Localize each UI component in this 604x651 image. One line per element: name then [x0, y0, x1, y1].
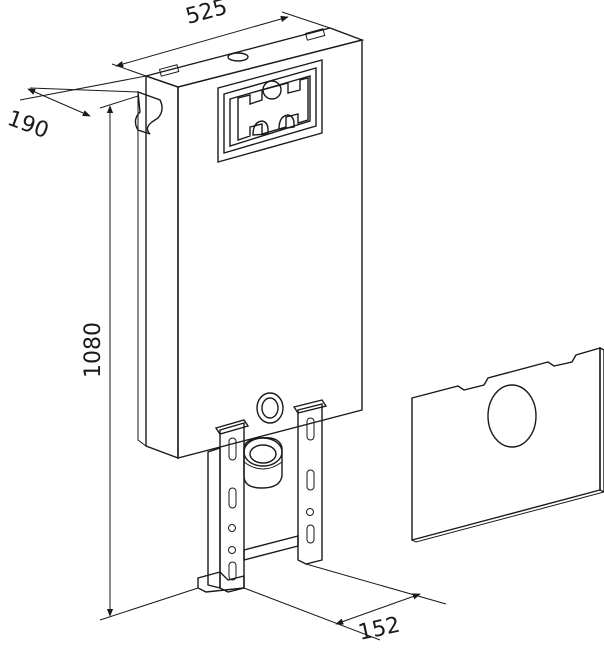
top-clip-right [304, 28, 326, 41]
cistern-box [134, 27, 365, 460]
dimension-height: 1080 [81, 95, 199, 621]
depth-label: 190 [4, 106, 52, 144]
cistern-front-face [177, 39, 363, 459]
bracket-depth-dimension-line [335, 593, 421, 625]
dimension-bracket-depth: 152 [243, 563, 447, 646]
inspection-frame [217, 59, 323, 163]
dimension-depth: 190 [4, 75, 147, 144]
inspection-center-hole [262, 80, 282, 100]
flush-pipe-connection [256, 392, 284, 424]
dimension-width: 525 [111, 0, 331, 77]
cover-plate-hole [487, 384, 537, 448]
mounting-legs [197, 399, 328, 593]
top-inlet-hole [227, 52, 249, 62]
width-label: 525 [183, 0, 230, 30]
cover-plate [411, 346, 604, 543]
bracket-depth-label: 152 [356, 613, 402, 646]
cistern-side-face [145, 75, 179, 460]
width-dimension-line [115, 15, 289, 68]
foot-plate [197, 571, 245, 593]
cistern-side-notch [134, 90, 163, 135]
depth-dimension-line [27, 88, 91, 117]
right-leg [297, 403, 323, 565]
cross-bar [243, 535, 299, 561]
height-label: 1080 [81, 322, 106, 378]
